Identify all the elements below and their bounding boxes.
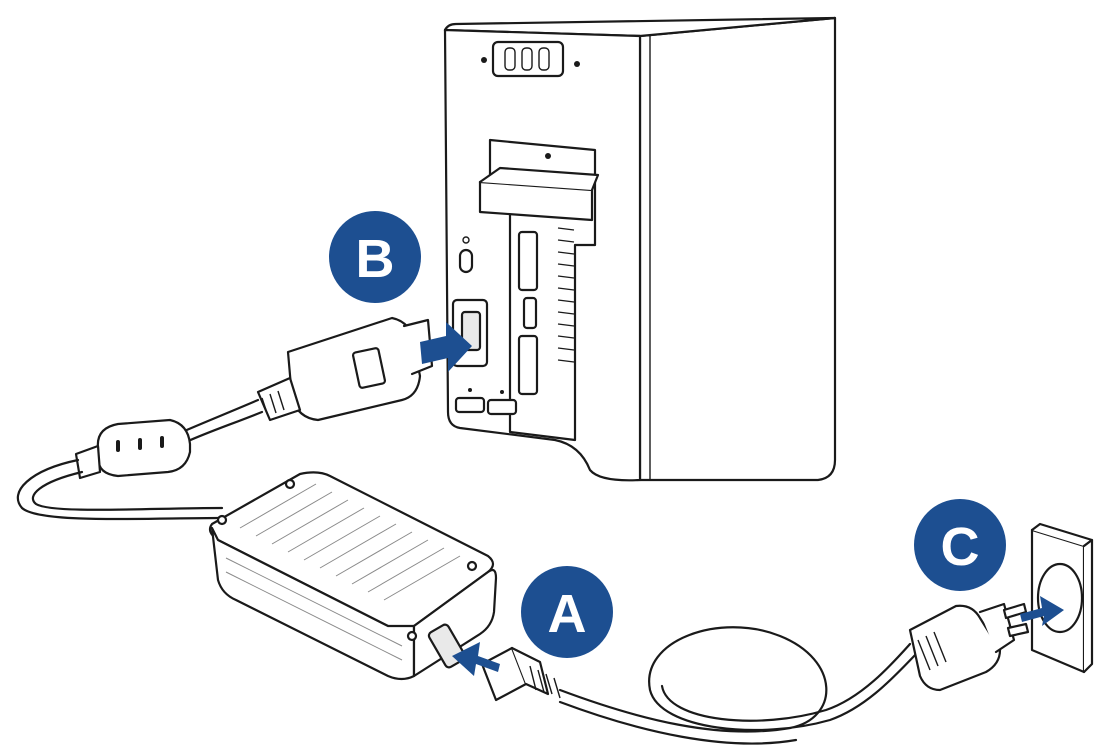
arrow-b-to-dc-port [420, 322, 472, 372]
hdmi-port [522, 296, 538, 330]
badge-label-b: B [356, 229, 395, 289]
arrow-a-to-ac-inlet [452, 642, 500, 676]
dvi-port-top [517, 230, 539, 292]
dvi-port-bottom [517, 334, 539, 396]
usb-port-right [486, 398, 518, 416]
power-adapter-brick [208, 471, 498, 681]
badge-label-c: C [941, 517, 980, 577]
step-badge-b: B [329, 211, 421, 303]
badge-label-a: A [548, 584, 587, 644]
ac-power-cord [480, 602, 1030, 745]
tower-handle [491, 40, 565, 78]
dc-power-plug [256, 316, 434, 422]
power-button-icon [458, 248, 474, 274]
arrow-c-to-outlet [1020, 596, 1064, 626]
usb-port-left [454, 396, 486, 414]
step-badge-a: A [521, 566, 613, 658]
ferrite-bead [74, 418, 192, 480]
direction-arrows [420, 322, 1064, 676]
step-badge-c: C [914, 499, 1006, 591]
desktop-tower [443, 16, 837, 482]
